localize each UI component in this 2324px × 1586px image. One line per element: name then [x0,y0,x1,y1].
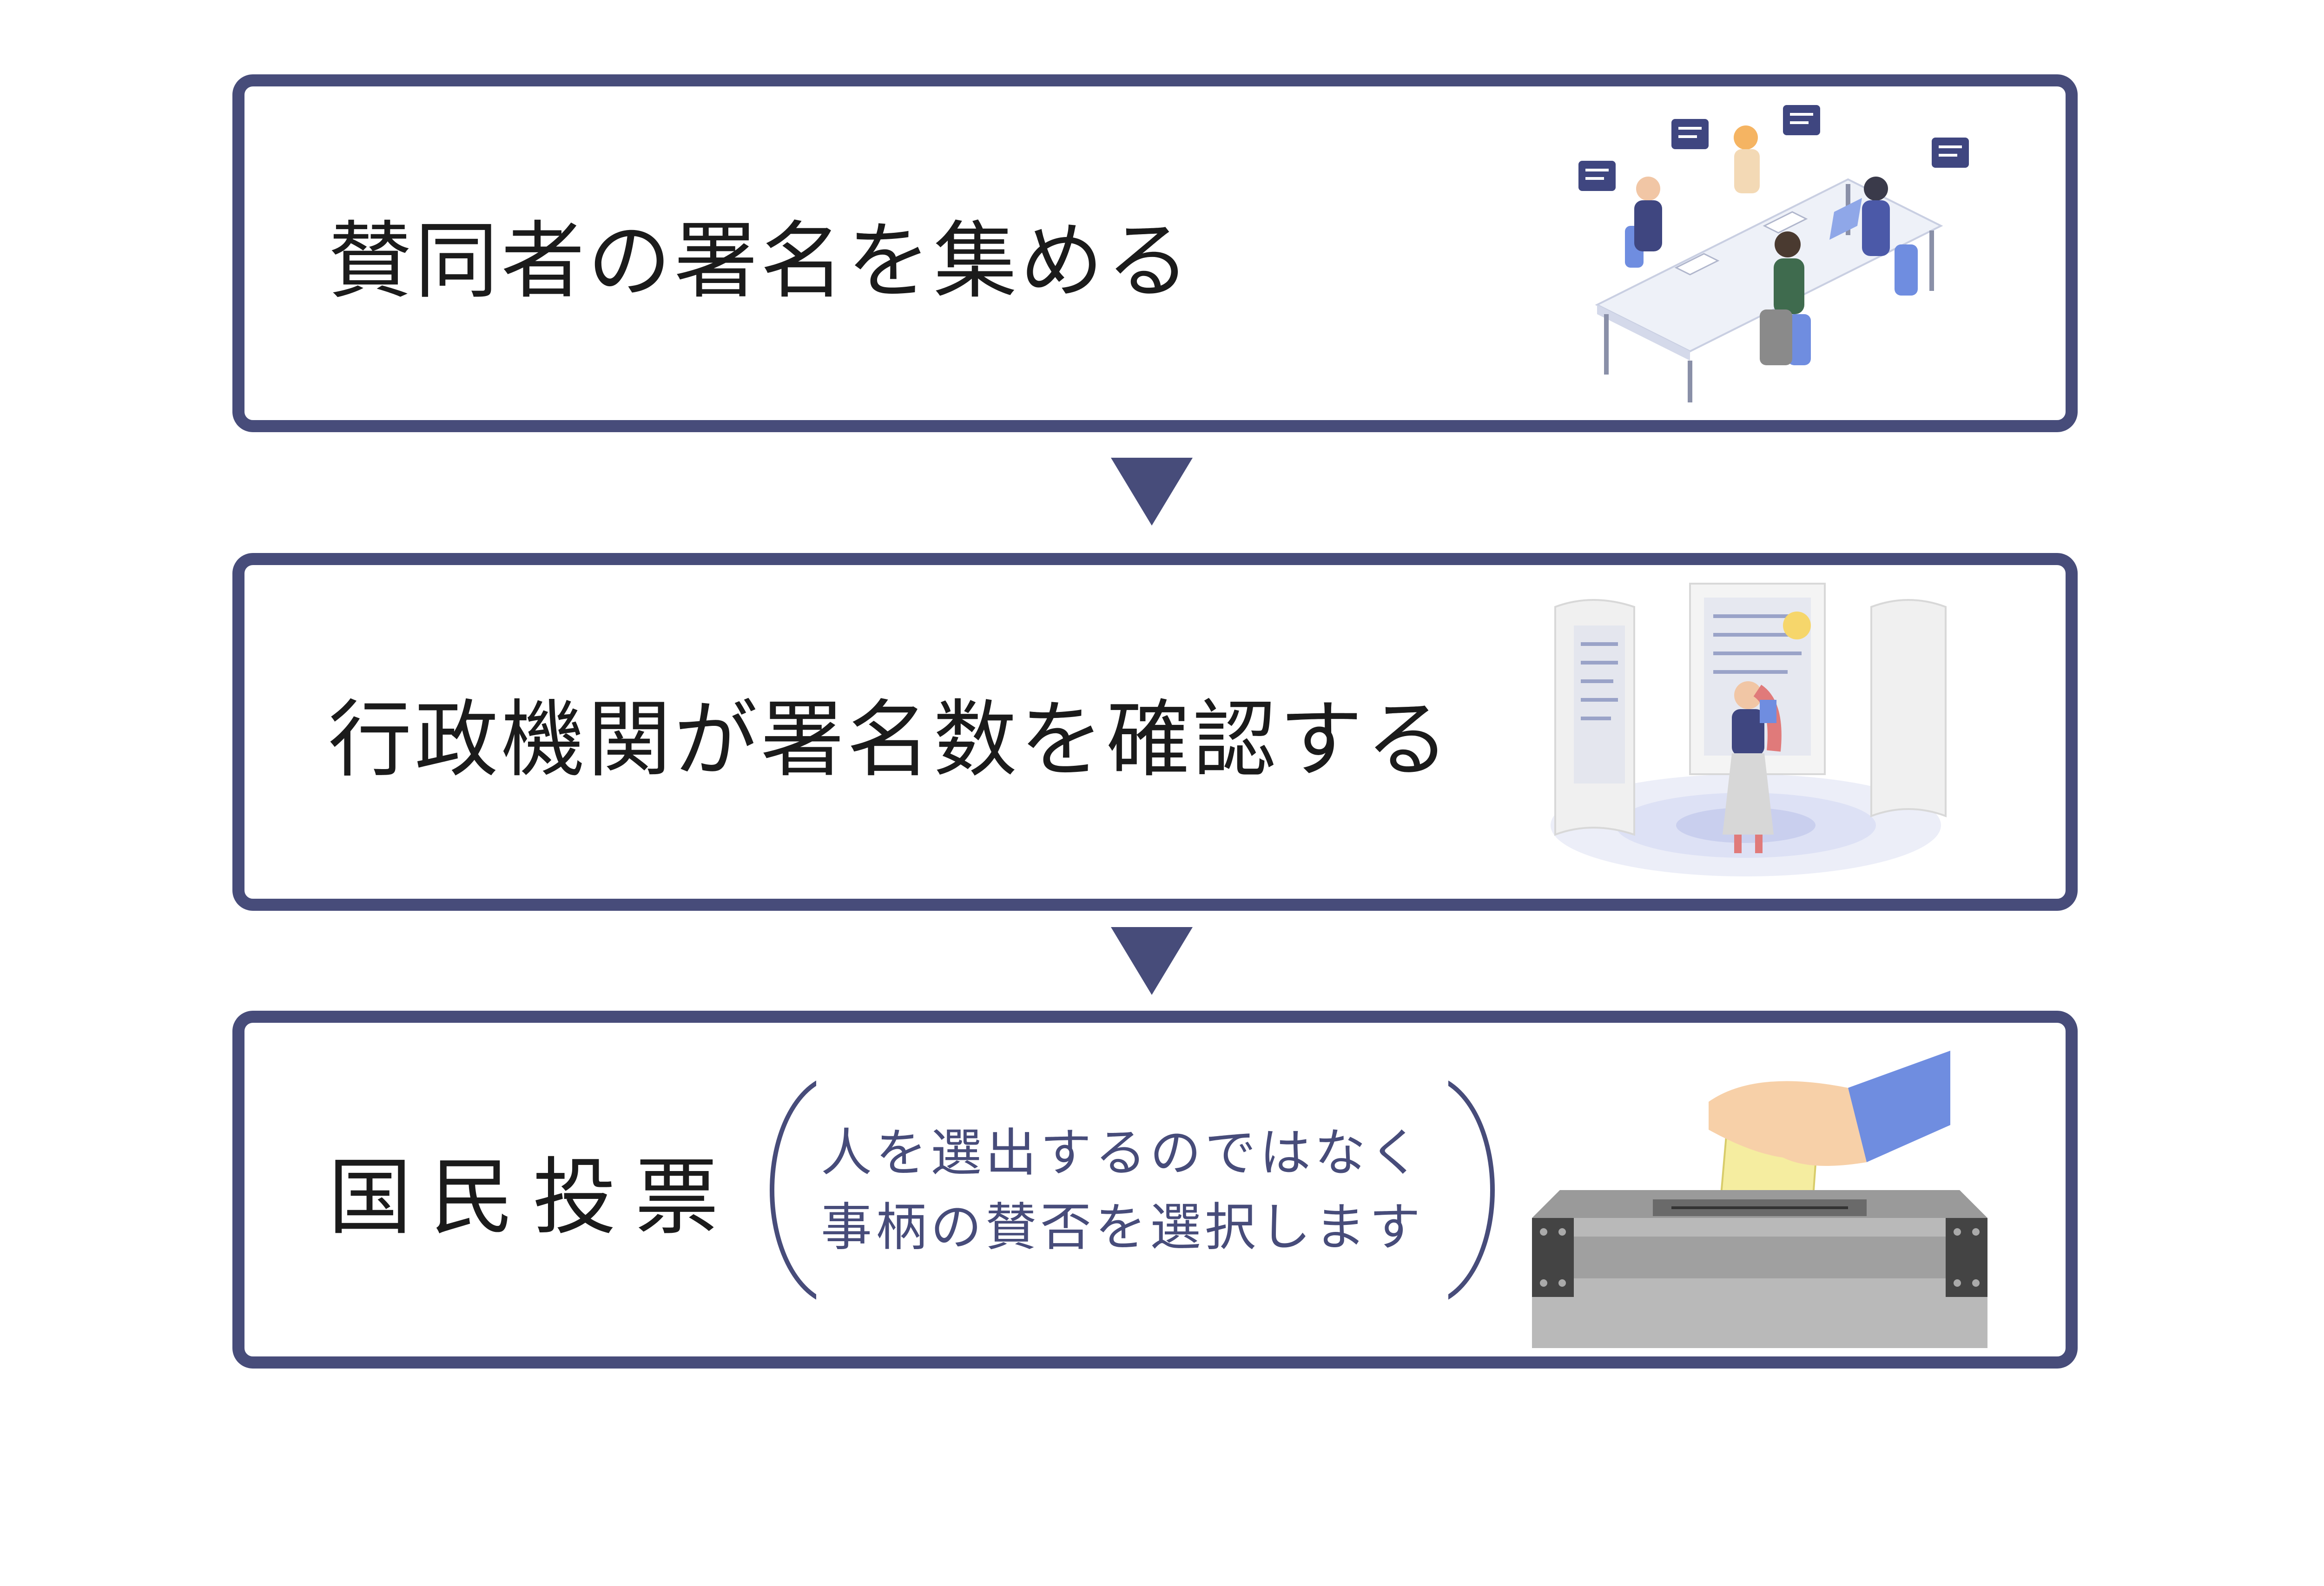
down-arrow-icon [1111,458,1193,526]
right-parenthesis [1448,1074,1504,1306]
down-arrow-icon [1111,927,1193,995]
step-title: 賛同者の署名を集める [328,212,1193,310]
document-review-illustration-icon [1551,583,1947,876]
step-title: 国民投票 [328,1149,738,1246]
step-title: 行政機関が署名数を確認する [328,691,1452,789]
step-box-collect-signatures: 賛同者の署名を集める [232,74,2078,432]
meeting-illustration-icon [1578,105,1969,402]
left-parenthesis [760,1074,816,1306]
note-line-1: 人を選出するのではなく [821,1123,1424,1183]
step-box-verify-signatures: 行政機関が署名数を確認する [232,553,2078,911]
note-line-2: 事柄の賛否を選択します [821,1198,1424,1257]
ballot-box-illustration-icon [1532,1051,1987,1348]
step-box-referendum: 国民投票 人を選出するのではなく 事柄の賛否を選択します [232,1011,2078,1369]
referendum-note: 人を選出するのではなく 事柄の賛否を選択します [821,1116,1453,1264]
